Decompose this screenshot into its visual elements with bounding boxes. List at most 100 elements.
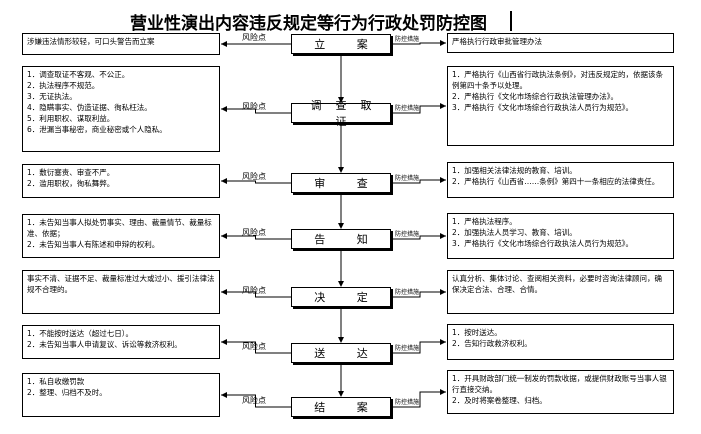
control-box-line: 3．严格执行《文化市场综合行政执法人员行为规范》。 bbox=[452, 239, 634, 248]
step-box: 决 定 bbox=[291, 287, 391, 307]
risk-box-line: 2．未告知当事人申请复议、诉讼等救济权利。 bbox=[27, 340, 182, 349]
risk-box-line: 2．整理、归档不及时。 bbox=[27, 388, 107, 397]
risk-label: 风险点 bbox=[242, 172, 266, 181]
risk-label: 风险点 bbox=[242, 33, 266, 42]
risk-arrowhead bbox=[221, 106, 227, 112]
diagram-title: 营业性演出内容违反规定等行为行政处罚防控图 bbox=[130, 14, 487, 34]
control-box-line: 1．开具财政部门统一制发的罚款收据，或提供财政账号当事人银行直接交纳。 bbox=[452, 374, 667, 394]
control-box: 1．按时送达。 2．告知行政救济权利。 bbox=[447, 324, 674, 360]
risk-arrowhead bbox=[221, 339, 227, 345]
risk-box: 1．私自收缴罚款 2．整理、归档不及时。 bbox=[22, 373, 220, 417]
risk-box-line: 3．无证执法。 bbox=[27, 92, 77, 101]
step-box: 审 查 bbox=[291, 173, 391, 193]
control-label: 防控措施 bbox=[395, 36, 420, 43]
control-box-line: 2．严格执行《山西省……条例》第四十一条相应的法律责任。 bbox=[452, 177, 660, 186]
risk-box: 1．敷衍塞责、审查不严。 2．滥用职权，徇私舞弊。 bbox=[22, 164, 220, 198]
control-box-line: 认真分析、集体讨论、查阅相关资料，必要时咨询法律顾问，确保决定合法、合理、合情。 bbox=[452, 274, 662, 294]
control-arrowhead bbox=[440, 40, 446, 46]
control-label: 防控措施 bbox=[395, 399, 420, 406]
risk-box: 事实不清、证据不足、裁量标准过大或过小、援引法律法规不合理的。 bbox=[22, 270, 220, 314]
control-box: 认真分析、集体讨论、查阅相关资料，必要时咨询法律顾问，确保决定合法、合理、合情。 bbox=[447, 270, 674, 314]
risk-connector bbox=[221, 341, 291, 354]
risk-box-line: 事实不清、证据不足、裁量标准过大或过小、援引法律法规不合理的。 bbox=[27, 274, 215, 294]
control-box-line: 2．严格执行《文化市场综合行政执法管理办法》。 bbox=[452, 92, 619, 101]
risk-box-line: 2．滥用职权，徇私舞弊。 bbox=[27, 179, 115, 188]
control-connector bbox=[393, 105, 446, 114]
risk-connector bbox=[221, 180, 291, 184]
step-box: 结 案 bbox=[291, 397, 391, 417]
control-connector bbox=[393, 291, 446, 298]
control-box-line: 1．严格执行《山西省行政执法条例》，对违反规定的，依据该条例第四十条予以处理。 bbox=[452, 70, 664, 90]
risk-connector bbox=[221, 394, 291, 408]
control-box-line: 严格执行行政审批管理办法 bbox=[452, 37, 542, 46]
risk-box-line: 2．执法程序不规范。 bbox=[27, 81, 100, 90]
control-arrowhead bbox=[440, 103, 446, 109]
control-connector bbox=[393, 179, 446, 184]
risk-box-line: 5．利用职权、谋取利益。 bbox=[27, 114, 115, 123]
flow-arrowhead bbox=[338, 337, 344, 343]
step-box: 立 案 bbox=[291, 34, 391, 54]
control-box: 1．加强相关法律法规的教育、培训。 2．严格执行《山西省……条例》第四十一条相应的… bbox=[447, 162, 674, 198]
control-box: 1．开具财政部门统一制发的罚款收据，或提供财政账号当事人银行直接交纳。 2．及时将… bbox=[447, 370, 674, 414]
risk-box-line: 1．不能按时送达（超过七日）。 bbox=[27, 329, 134, 338]
control-box-line: 1．加强相关法律法规的教育、培训。 bbox=[452, 166, 577, 175]
risk-box-line: 4．隐瞒事实、伪造证据、徇私枉法。 bbox=[27, 103, 152, 112]
control-box-line: 2．告知行政救济权利。 bbox=[452, 339, 532, 348]
risk-arrowhead bbox=[221, 178, 227, 184]
control-label: 防控措施 bbox=[395, 175, 420, 182]
risk-label: 风险点 bbox=[242, 342, 266, 351]
risk-box: 1．调查取证不客观、不公正。 2．执法程序不规范。 3．无证执法。 4．隐瞒事实、伪造… bbox=[22, 66, 220, 152]
risk-box-line: 涉嫌违法情形较轻，可口头警告而立案 bbox=[27, 37, 155, 46]
control-connector bbox=[393, 235, 446, 240]
control-arrowhead bbox=[440, 289, 446, 295]
risk-box: 1．未告知当事人拟处罚事实、理由、裁量情节、裁量标准、依据； 2．未告知当事人有陈… bbox=[22, 214, 220, 258]
step-box: 调查取证 bbox=[291, 99, 391, 128]
risk-label: 风险点 bbox=[242, 228, 266, 237]
control-box-line: 2．加强执法人员学习、教育、培训。 bbox=[452, 228, 577, 237]
flow-arrowhead bbox=[338, 97, 344, 103]
risk-box-line: 2．未告知当事人有陈述和申辩的权利。 bbox=[27, 240, 160, 249]
control-box-line: 1．按时送达。 bbox=[452, 328, 502, 337]
control-connector bbox=[393, 391, 446, 408]
control-label: 防控措施 bbox=[395, 105, 420, 112]
control-label: 防控措施 bbox=[395, 289, 420, 296]
risk-arrowhead bbox=[221, 41, 227, 47]
risk-box-line: 1．调查取证不客观、不公正。 bbox=[27, 70, 130, 79]
text-cursor bbox=[510, 11, 512, 31]
control-arrowhead bbox=[440, 233, 446, 239]
control-connector bbox=[393, 341, 446, 354]
risk-label: 风险点 bbox=[242, 396, 266, 405]
risk-box-line: 1．私自收缴罚款 bbox=[27, 377, 85, 386]
flow-arrowhead bbox=[338, 223, 344, 229]
control-arrowhead bbox=[440, 339, 446, 345]
risk-arrowhead bbox=[221, 289, 227, 295]
control-box: 1．严格执行《山西省行政执法条例》，对违反规定的，依据该条例第四十条予以处理。 2… bbox=[447, 66, 674, 146]
control-label: 防控措施 bbox=[395, 231, 420, 238]
control-box-line: 1．严格执法程序。 bbox=[452, 217, 517, 226]
risk-arrowhead bbox=[221, 392, 227, 398]
flow-arrowhead bbox=[338, 167, 344, 173]
risk-connector bbox=[221, 108, 291, 114]
risk-label: 风险点 bbox=[242, 286, 266, 295]
control-arrowhead bbox=[440, 389, 446, 395]
risk-label: 风险点 bbox=[242, 102, 266, 111]
step-box: 告 知 bbox=[291, 229, 391, 249]
step-box: 送 达 bbox=[291, 343, 391, 363]
control-connector bbox=[393, 42, 446, 45]
risk-box-line: 1．未告知当事人拟处罚事实、理由、裁量情节、裁量标准、依据； bbox=[27, 218, 212, 238]
control-box-line: 3．严格执行《文化市场综合行政执法人员行为规范》。 bbox=[452, 103, 634, 112]
flow-arrowhead bbox=[338, 281, 344, 287]
risk-box-line: 6．泄漏当事秘密，商业秘密或个人隐私。 bbox=[27, 125, 167, 134]
control-arrowhead bbox=[440, 177, 446, 183]
risk-connector bbox=[221, 235, 291, 240]
control-label: 防控措施 bbox=[395, 345, 420, 352]
risk-box-line: 1．敷衍塞责、审查不严。 bbox=[27, 168, 115, 177]
control-box: 严格执行行政审批管理办法 bbox=[447, 33, 674, 53]
risk-box: 涉嫌违法情形较轻，可口头警告而立案 bbox=[22, 33, 220, 55]
flow-arrowhead bbox=[338, 391, 344, 397]
control-box: 1．严格执法程序。 2．加强执法人员学习、教育、培训。 3．严格执行《文化市场综合行… bbox=[447, 213, 674, 259]
control-box-line: 2．及时将案卷整理、归档。 bbox=[452, 396, 547, 405]
risk-box: 1．不能按时送达（超过七日）。 2．未告知当事人申请复议、诉讼等救济权利。 bbox=[22, 325, 220, 359]
risk-arrowhead bbox=[221, 233, 227, 239]
